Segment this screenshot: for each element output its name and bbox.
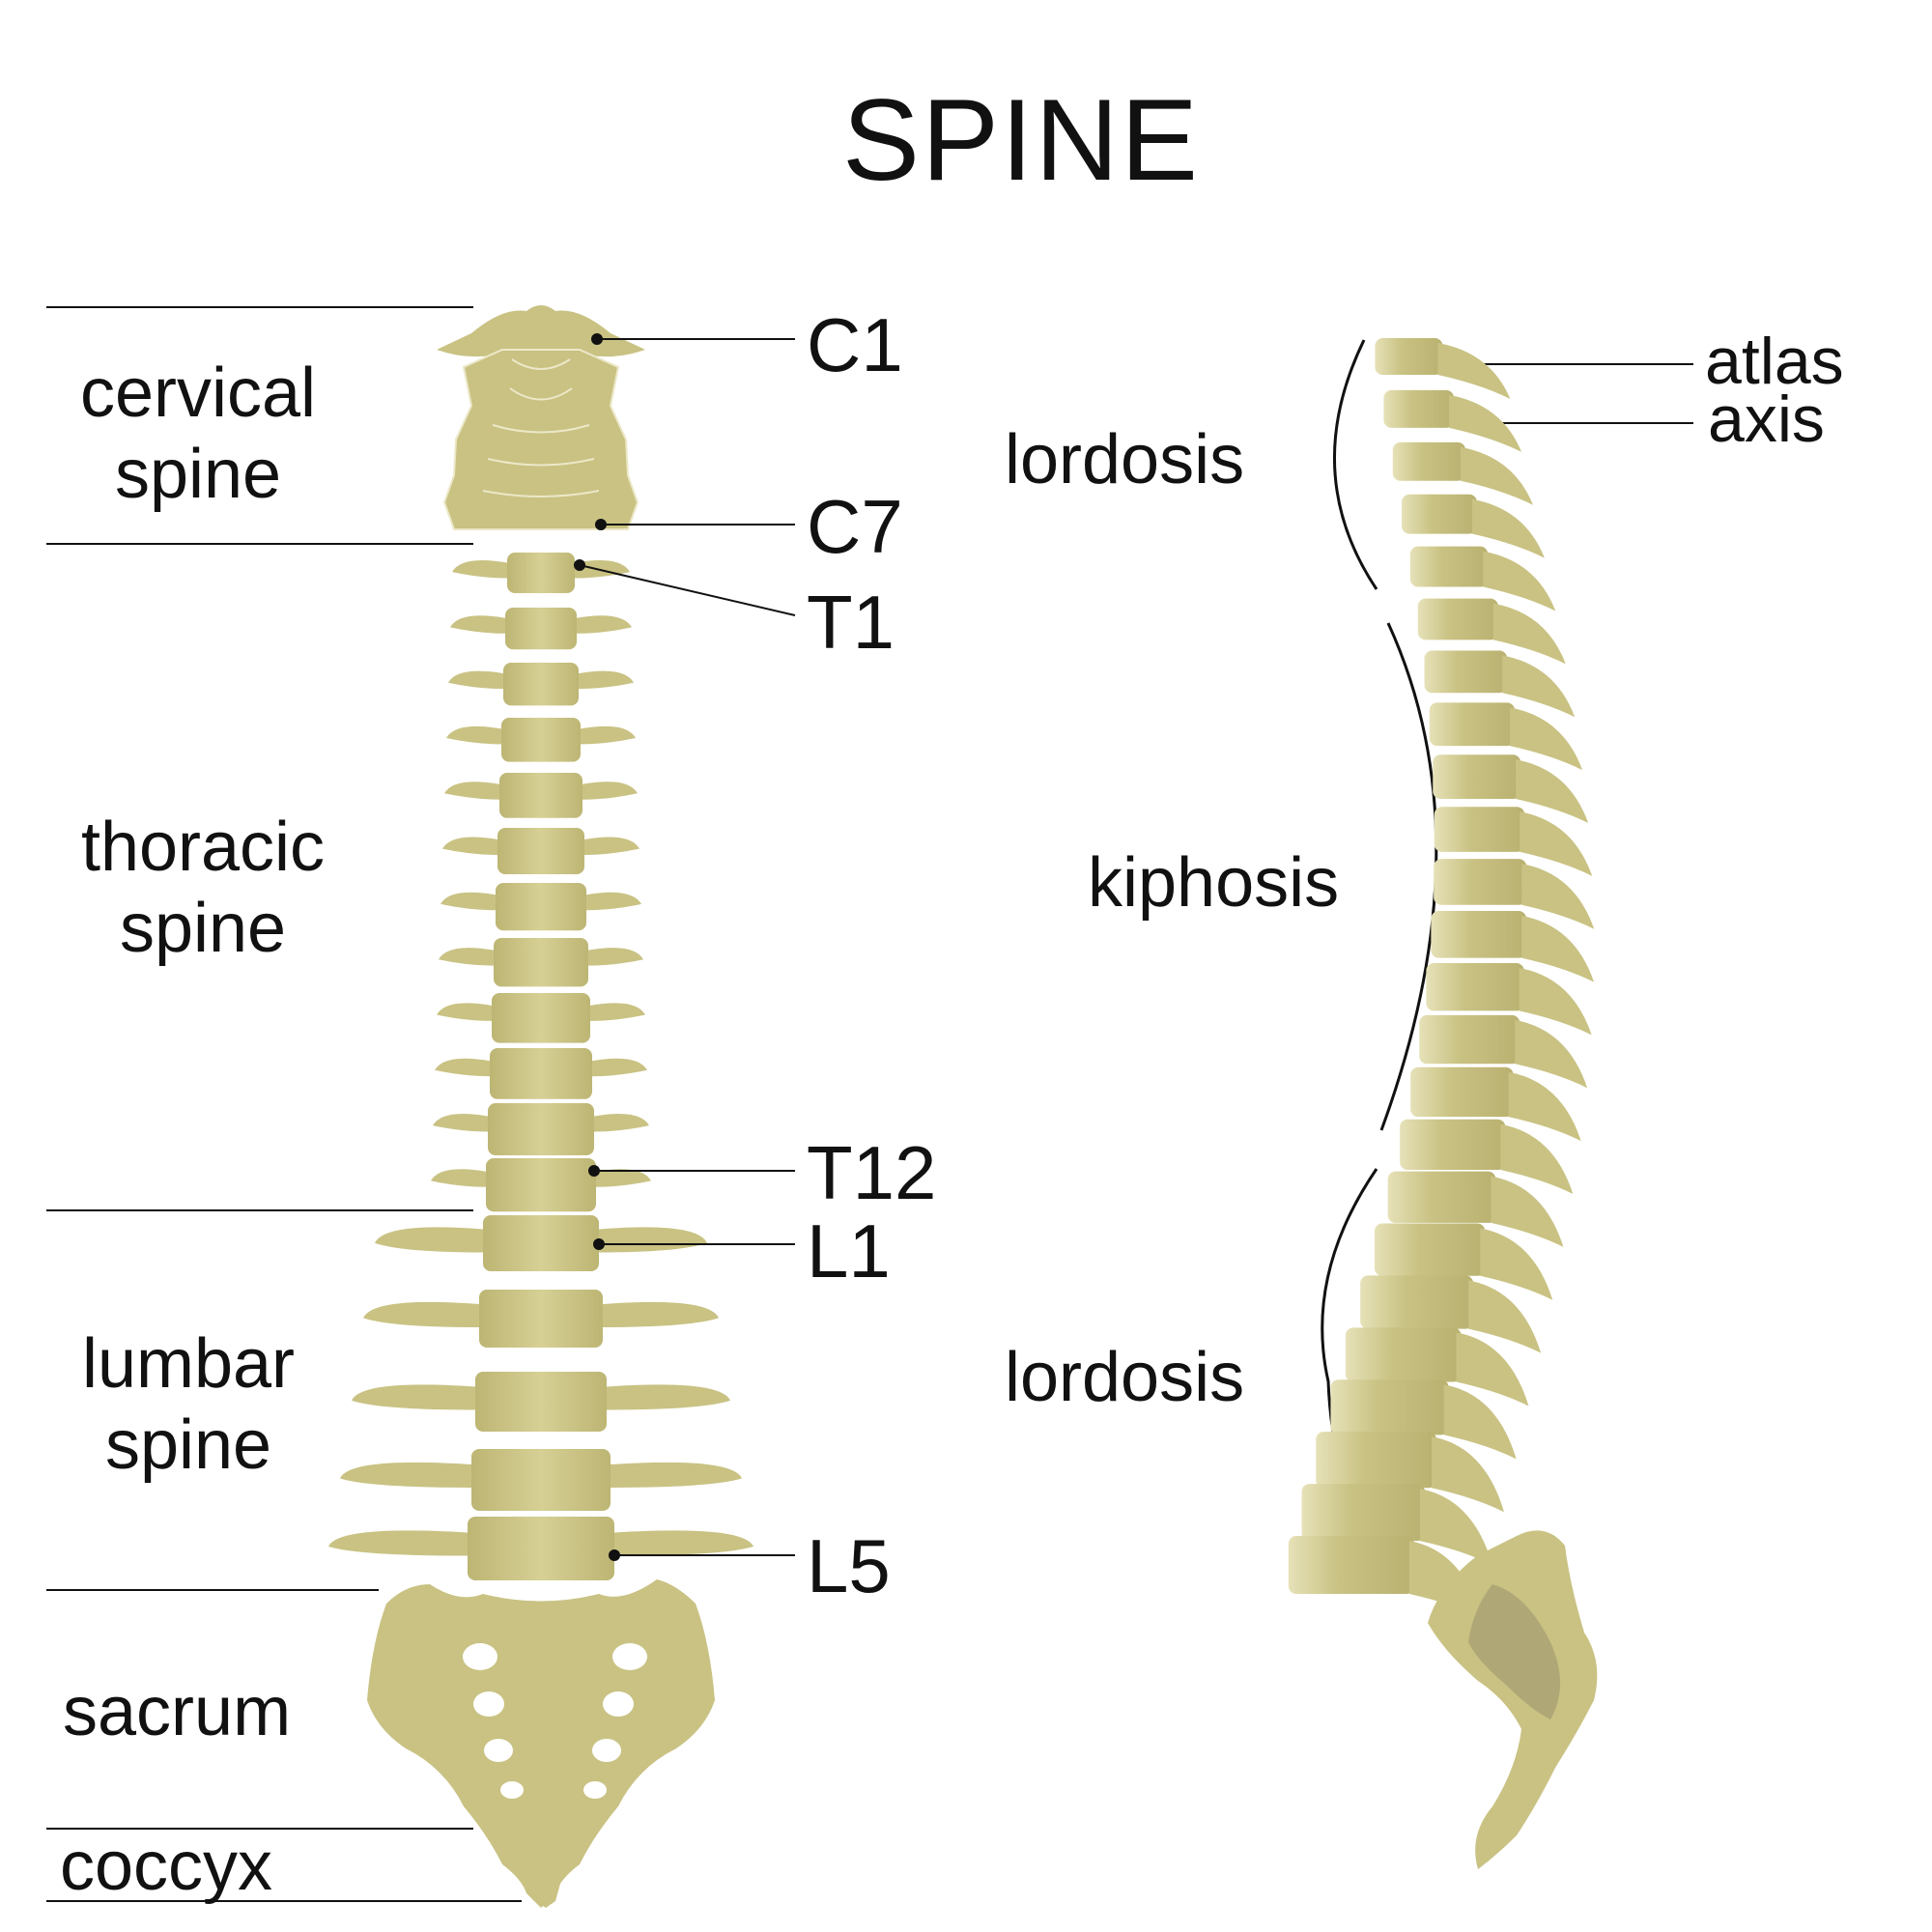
label-c7: C7 xyxy=(807,484,903,569)
leader-t12-dot xyxy=(588,1165,600,1177)
front-spine xyxy=(328,305,753,1908)
vertebra-t2 xyxy=(450,608,632,650)
label-atlas: atlas xyxy=(1705,325,1844,398)
side-vertebra-8 xyxy=(1429,702,1583,771)
region-thoracic: thoracic spine xyxy=(58,807,348,969)
region-thoracic-line2: spine xyxy=(119,890,287,967)
label-t1: T1 xyxy=(807,580,895,665)
leader-c1-dot xyxy=(591,333,603,345)
region-cervical-line2: spine xyxy=(114,436,282,513)
region-sacrum: sacrum xyxy=(63,1673,292,1750)
vertebra-t1 xyxy=(452,553,630,593)
side-vertebra-2 xyxy=(1383,389,1522,452)
bracket-kiphosis xyxy=(1379,622,1438,1131)
side-vertebra-19 xyxy=(1360,1275,1542,1353)
side-spine xyxy=(1288,338,1598,1869)
vertebra-t4 xyxy=(446,718,636,762)
diagram-title: SPINE xyxy=(841,75,1201,205)
side-vertebra-15 xyxy=(1410,1066,1581,1142)
leader-l1-dot xyxy=(593,1238,605,1250)
region-lumbar-line1: lumbar xyxy=(81,1325,296,1403)
vertebra-t11 xyxy=(433,1103,649,1155)
vertebra-t12 xyxy=(431,1158,651,1212)
front-vertebrae-group xyxy=(328,553,753,1580)
region-thoracic-line1: thoracic xyxy=(80,809,326,886)
vertebra-l1 xyxy=(375,1215,707,1271)
label-l5: L5 xyxy=(807,1523,891,1608)
region-coccyx: coccyx xyxy=(60,1828,273,1905)
region-lumbar-line2: spine xyxy=(104,1406,272,1484)
region-lumbar: lumbar spine xyxy=(58,1323,319,1486)
side-vertebra-7 xyxy=(1424,650,1576,718)
side-vertebra-9 xyxy=(1433,754,1589,823)
side-vertebra-1 xyxy=(1375,338,1511,399)
side-vertebra-21 xyxy=(1330,1379,1517,1460)
leader-t1 xyxy=(579,564,796,616)
sacral-foramina xyxy=(463,1643,647,1799)
side-vertebra-20 xyxy=(1345,1327,1529,1406)
side-vertebra-6 xyxy=(1417,598,1566,665)
cervical-joints xyxy=(482,358,600,497)
leader-t1-dot xyxy=(574,559,585,571)
curvature-upper-lordosis: lordosis xyxy=(1005,421,1245,498)
side-vertebra-5 xyxy=(1409,546,1556,611)
sacrum-bone xyxy=(367,1579,715,1908)
curvature-lower-lordosis: lordosis xyxy=(1005,1339,1245,1416)
side-vertebra-22 xyxy=(1316,1432,1504,1513)
label-t12: T12 xyxy=(807,1130,937,1215)
side-vertebra-4 xyxy=(1402,494,1545,558)
vertebra-t3 xyxy=(448,663,634,706)
region-divider-lines xyxy=(46,306,522,1902)
side-vertebra-17 xyxy=(1387,1171,1564,1247)
vertebra-t6 xyxy=(442,828,639,874)
coccyx-bone xyxy=(522,1881,560,1908)
side-vertebra-23 xyxy=(1301,1484,1492,1566)
side-vertebra-18 xyxy=(1374,1223,1553,1300)
side-vertebra-12 xyxy=(1431,911,1595,982)
vertebra-t5 xyxy=(444,773,638,818)
vertebra-l3 xyxy=(352,1372,730,1432)
side-vertebra-13 xyxy=(1426,962,1592,1036)
side-sacrum xyxy=(1428,1530,1598,1869)
region-cervical: cervical spine xyxy=(58,353,338,515)
side-sacrum-shade xyxy=(1468,1584,1560,1719)
vertebra-l2 xyxy=(363,1290,719,1348)
label-l1: L1 xyxy=(807,1208,891,1293)
label-c1: C1 xyxy=(807,302,903,387)
label-axis: axis xyxy=(1708,383,1825,456)
region-cervical-line1: cervical xyxy=(79,355,317,432)
leader-l5-dot xyxy=(609,1549,620,1561)
vertebra-l5 xyxy=(328,1517,753,1580)
vertebra-t8 xyxy=(439,938,643,987)
vertebra-t10 xyxy=(435,1048,647,1099)
side-vertebra-3 xyxy=(1392,441,1533,505)
cervical-vertebrae xyxy=(442,349,639,530)
leader-c7-dot xyxy=(595,519,607,530)
bracket-upper-lordosis xyxy=(1332,339,1378,590)
side-vertebra-14 xyxy=(1419,1014,1588,1089)
vertebra-t9 xyxy=(437,993,645,1043)
side-vertebrae-group xyxy=(1288,338,1595,1618)
side-vertebra-11 xyxy=(1434,859,1595,929)
curvature-kiphosis: kiphosis xyxy=(1088,844,1340,922)
vertebra-t7 xyxy=(440,883,641,931)
vertebra-c1 xyxy=(437,305,645,364)
vertebra-l4 xyxy=(340,1449,742,1511)
side-vertebra-10 xyxy=(1434,807,1593,876)
side-vertebra-16 xyxy=(1400,1119,1574,1195)
